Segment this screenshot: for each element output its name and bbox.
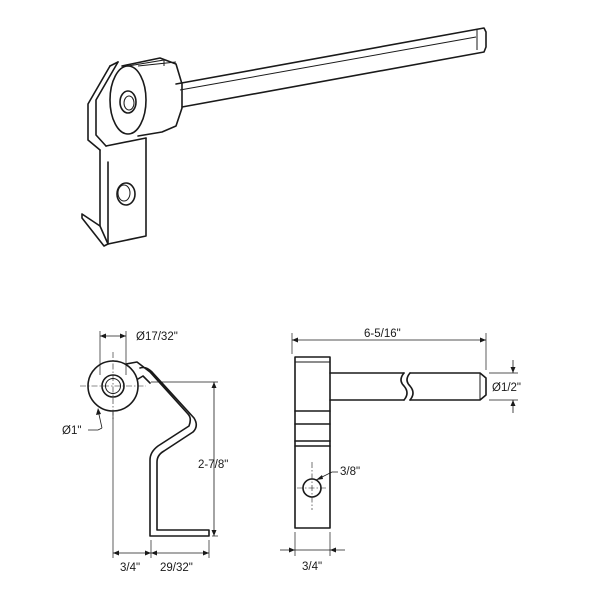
front-view: Ø17/32" Ø1" 2-7/8" 3/4" 29/32": [62, 331, 228, 574]
side-view: 3/8" 6-5/16" Ø1/2" 3/4": [280, 328, 521, 573]
isometric-pin-rod: [175, 27, 487, 108]
dim-overall-length: 6-5/16": [364, 328, 401, 340]
side-pin-rod: [329, 372, 487, 401]
side-plate: [294, 356, 331, 529]
dim-hook-width: 29/32": [160, 562, 193, 574]
front-bracket-profile: [125, 361, 210, 537]
dim-bore-diameter: Ø17/32": [136, 331, 178, 343]
dim-outer-diameter: Ø1": [62, 425, 81, 437]
dim-hole-diameter: 3/8": [340, 466, 360, 478]
dim-height: 2-7/8": [198, 459, 228, 471]
isometric-knuckle: [109, 57, 183, 137]
isometric-plate-hole: [116, 182, 136, 206]
dim-base-width: 3/4": [120, 562, 140, 574]
isometric-bore-hole: [119, 90, 137, 114]
dim-side-width: 3/4": [302, 561, 322, 573]
dim-pin-diameter: Ø1/2": [492, 382, 521, 394]
isometric-bracket-plate: [81, 61, 147, 247]
isometric-view: [81, 27, 487, 247]
